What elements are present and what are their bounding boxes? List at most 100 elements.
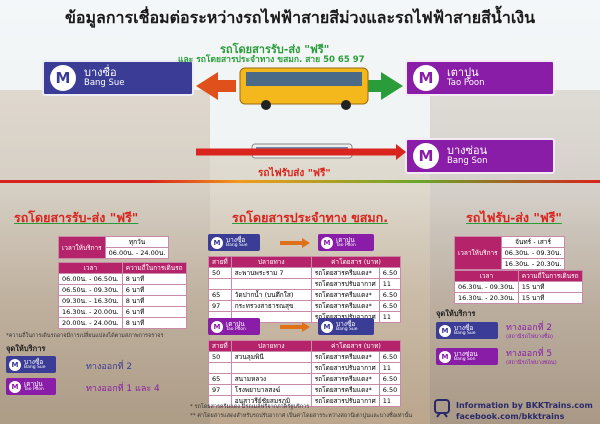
cell-frequency: 15 นาที: [517, 281, 583, 293]
metro-logo-icon: M: [321, 236, 333, 249]
metro-logo-icon: M: [413, 143, 439, 169]
station-badge-tao-poon: M เตาปูน Tao Poon: [405, 60, 555, 96]
cell-destination: วัดปากน้ำ (บนตึกใส): [230, 289, 312, 301]
cell-frequency: 15 นาที: [517, 292, 583, 304]
train-exit-sub-bang-son: (สถานีรถไฟบางซ่อน): [506, 360, 557, 366]
station-name-th: บางซ่อน: [454, 350, 478, 358]
cell-route: 50: [208, 267, 232, 279]
col-header-frequency: ความถี่ในการเดินรถ: [517, 270, 583, 282]
page-title: ข้อมูลการเชื่อมต่อระหว่างรถไฟฟ้าสายสีม่ว…: [64, 8, 536, 27]
footer-credit: Information by BKKTrains.com: [456, 401, 593, 410]
cell-destination: [230, 362, 312, 374]
station-name-en: Bang Son: [447, 156, 488, 167]
cell-bus-type: รถโดยสารครีมแดง*: [310, 300, 380, 312]
cell-frequency: 6 นาที: [121, 306, 187, 318]
cell-bus-type: รถโดยสารครีมแดง*: [310, 351, 380, 363]
station-name-th: บางซ่อน: [447, 143, 488, 157]
station-name-th: บางซื่อ: [336, 320, 356, 328]
station-name-en: Tao Poon: [447, 78, 485, 89]
station-name-en: Tao Poon: [24, 386, 44, 392]
metro-logo-icon: M: [439, 350, 451, 363]
station-name-en: Bang Son: [454, 356, 476, 362]
table-row: 06.30น. - 09.30น.15 นาที: [454, 281, 583, 293]
cell-fare: 6.50: [378, 351, 402, 363]
arrow-right-icon: [280, 238, 310, 248]
section-shuttle-title: รถโดยสารรับ-ส่ง "ฟรี": [14, 210, 139, 225]
shuttle-points-title: จุดให้บริการ: [6, 344, 46, 353]
shuttle-bus-label: รถโดยสารรับ-ส่ง "ฟรี": [220, 43, 330, 56]
station-name-th: เตาปูน: [447, 65, 479, 79]
arrow-right-icon: [368, 72, 403, 100]
col-header-destination: ปลายทาง: [230, 340, 312, 352]
cell-route: 97: [208, 384, 232, 396]
cell-bus-type: รถโดยสารครีมแดง*: [310, 289, 380, 301]
station-name-th: บางซื่อ: [24, 358, 44, 366]
cell-frequency: 6 นาที: [121, 284, 187, 296]
cell-bus-type: รถโดยสารครีมแดง*: [310, 384, 380, 396]
train-exit-bang-son: ทางออกที่ 5: [506, 349, 553, 359]
train-logo-icon: [434, 399, 450, 418]
cell-destination: [230, 278, 312, 290]
station-name-en: Tao Poon: [336, 242, 356, 248]
bmta-footnote-2: ** ค่าโดยสารแสดงสำหรับรถปรับอากาศ เป็นค่…: [190, 413, 413, 419]
section-bmta-title: รถโดยสารประจำทาง ขสมก.: [232, 210, 388, 225]
table-row: 06.50น. - 09.30น.6 นาที: [58, 284, 187, 296]
station-name-en: Bang Sue: [226, 242, 248, 248]
station-name-th: บางซื่อ: [226, 236, 246, 244]
cell-route: 50: [208, 351, 232, 363]
shuttle-frequency-table: เวลา ความถี่ในการเดินรถ 06.00น. - 06.50น…: [58, 262, 187, 329]
metro-logo-icon: M: [413, 65, 439, 91]
station-name-th: บางซื่อ: [454, 324, 474, 332]
free-train-label: รถไฟรับส่ง "ฟรี": [258, 168, 331, 179]
cell-time: 06.00น. - 06.50น.: [58, 273, 123, 285]
train-exit-sub-bang-sue: (สถานีรถไฟบางซื่อ): [506, 334, 554, 340]
shuttle-note: *ความถี่ในการเดินรถอาจมีการเปลี่ยนแปลงได…: [6, 333, 164, 339]
cell-route: [208, 278, 232, 290]
cell-time: 16.30น. - 20.00น.: [58, 306, 123, 318]
station-badge-bang-son: M บางซ่อน Bang Son: [405, 138, 555, 174]
service-hours-2: 16.30น. - 20.30น.: [500, 258, 566, 270]
train-exit-bang-sue: ทางออกที่ 2: [506, 323, 553, 333]
cell-fare: 11: [378, 362, 402, 374]
station-name-th: บางซื่อ: [84, 65, 117, 79]
metro-logo-icon: M: [9, 358, 21, 371]
col-header-time: เวลา: [58, 262, 123, 274]
cell-time: 06.50น. - 09.30น.: [58, 284, 123, 296]
metro-logo-icon: M: [439, 324, 451, 337]
time-label: เวลาให้บริการ: [454, 236, 502, 270]
station-name-en: Bang Sue: [336, 326, 358, 332]
exit-label-bang-sue: ทางออกที่ 2: [86, 362, 133, 372]
section-train-title: รถไฟรับ-ส่ง "ฟรี": [466, 210, 562, 225]
cell-fare: 11: [378, 311, 402, 323]
station-name-en: Bang Sue: [24, 364, 46, 370]
time-label: เวลาให้บริการ: [58, 236, 106, 259]
col-header-route: สายที่: [208, 256, 232, 268]
station-name-th: เตาปูน: [336, 236, 355, 244]
cell-route: 65: [208, 373, 232, 385]
table-row: 06.00น. - 06.50น.8 นาที: [58, 273, 187, 285]
train-points-title: จุดให้บริการ: [436, 309, 476, 318]
cell-time: 09.30น. - 16.30น.: [58, 295, 123, 307]
service-days: จันทร์ - เสาร์: [500, 236, 566, 248]
cell-fare: 11: [378, 395, 402, 407]
table-row: 09.30น. - 16.30น.8 นาที: [58, 295, 187, 307]
footer-facebook-link[interactable]: facebook.com/bkktrains: [456, 412, 565, 421]
cell-destination: สะพานพระราม 7: [230, 267, 312, 279]
cell-frequency: 8 นาที: [121, 295, 187, 307]
cell-bus-type: รถโดยสารครีมแดง*: [310, 267, 380, 279]
station-name-en: Bang Sue: [84, 78, 125, 89]
metro-logo-icon: M: [211, 320, 223, 333]
public-bus-label: และ รถโดยสารประจำทาง ขสมก. สาย 50 65 97: [178, 55, 365, 65]
arrow-left-icon: [196, 72, 236, 100]
